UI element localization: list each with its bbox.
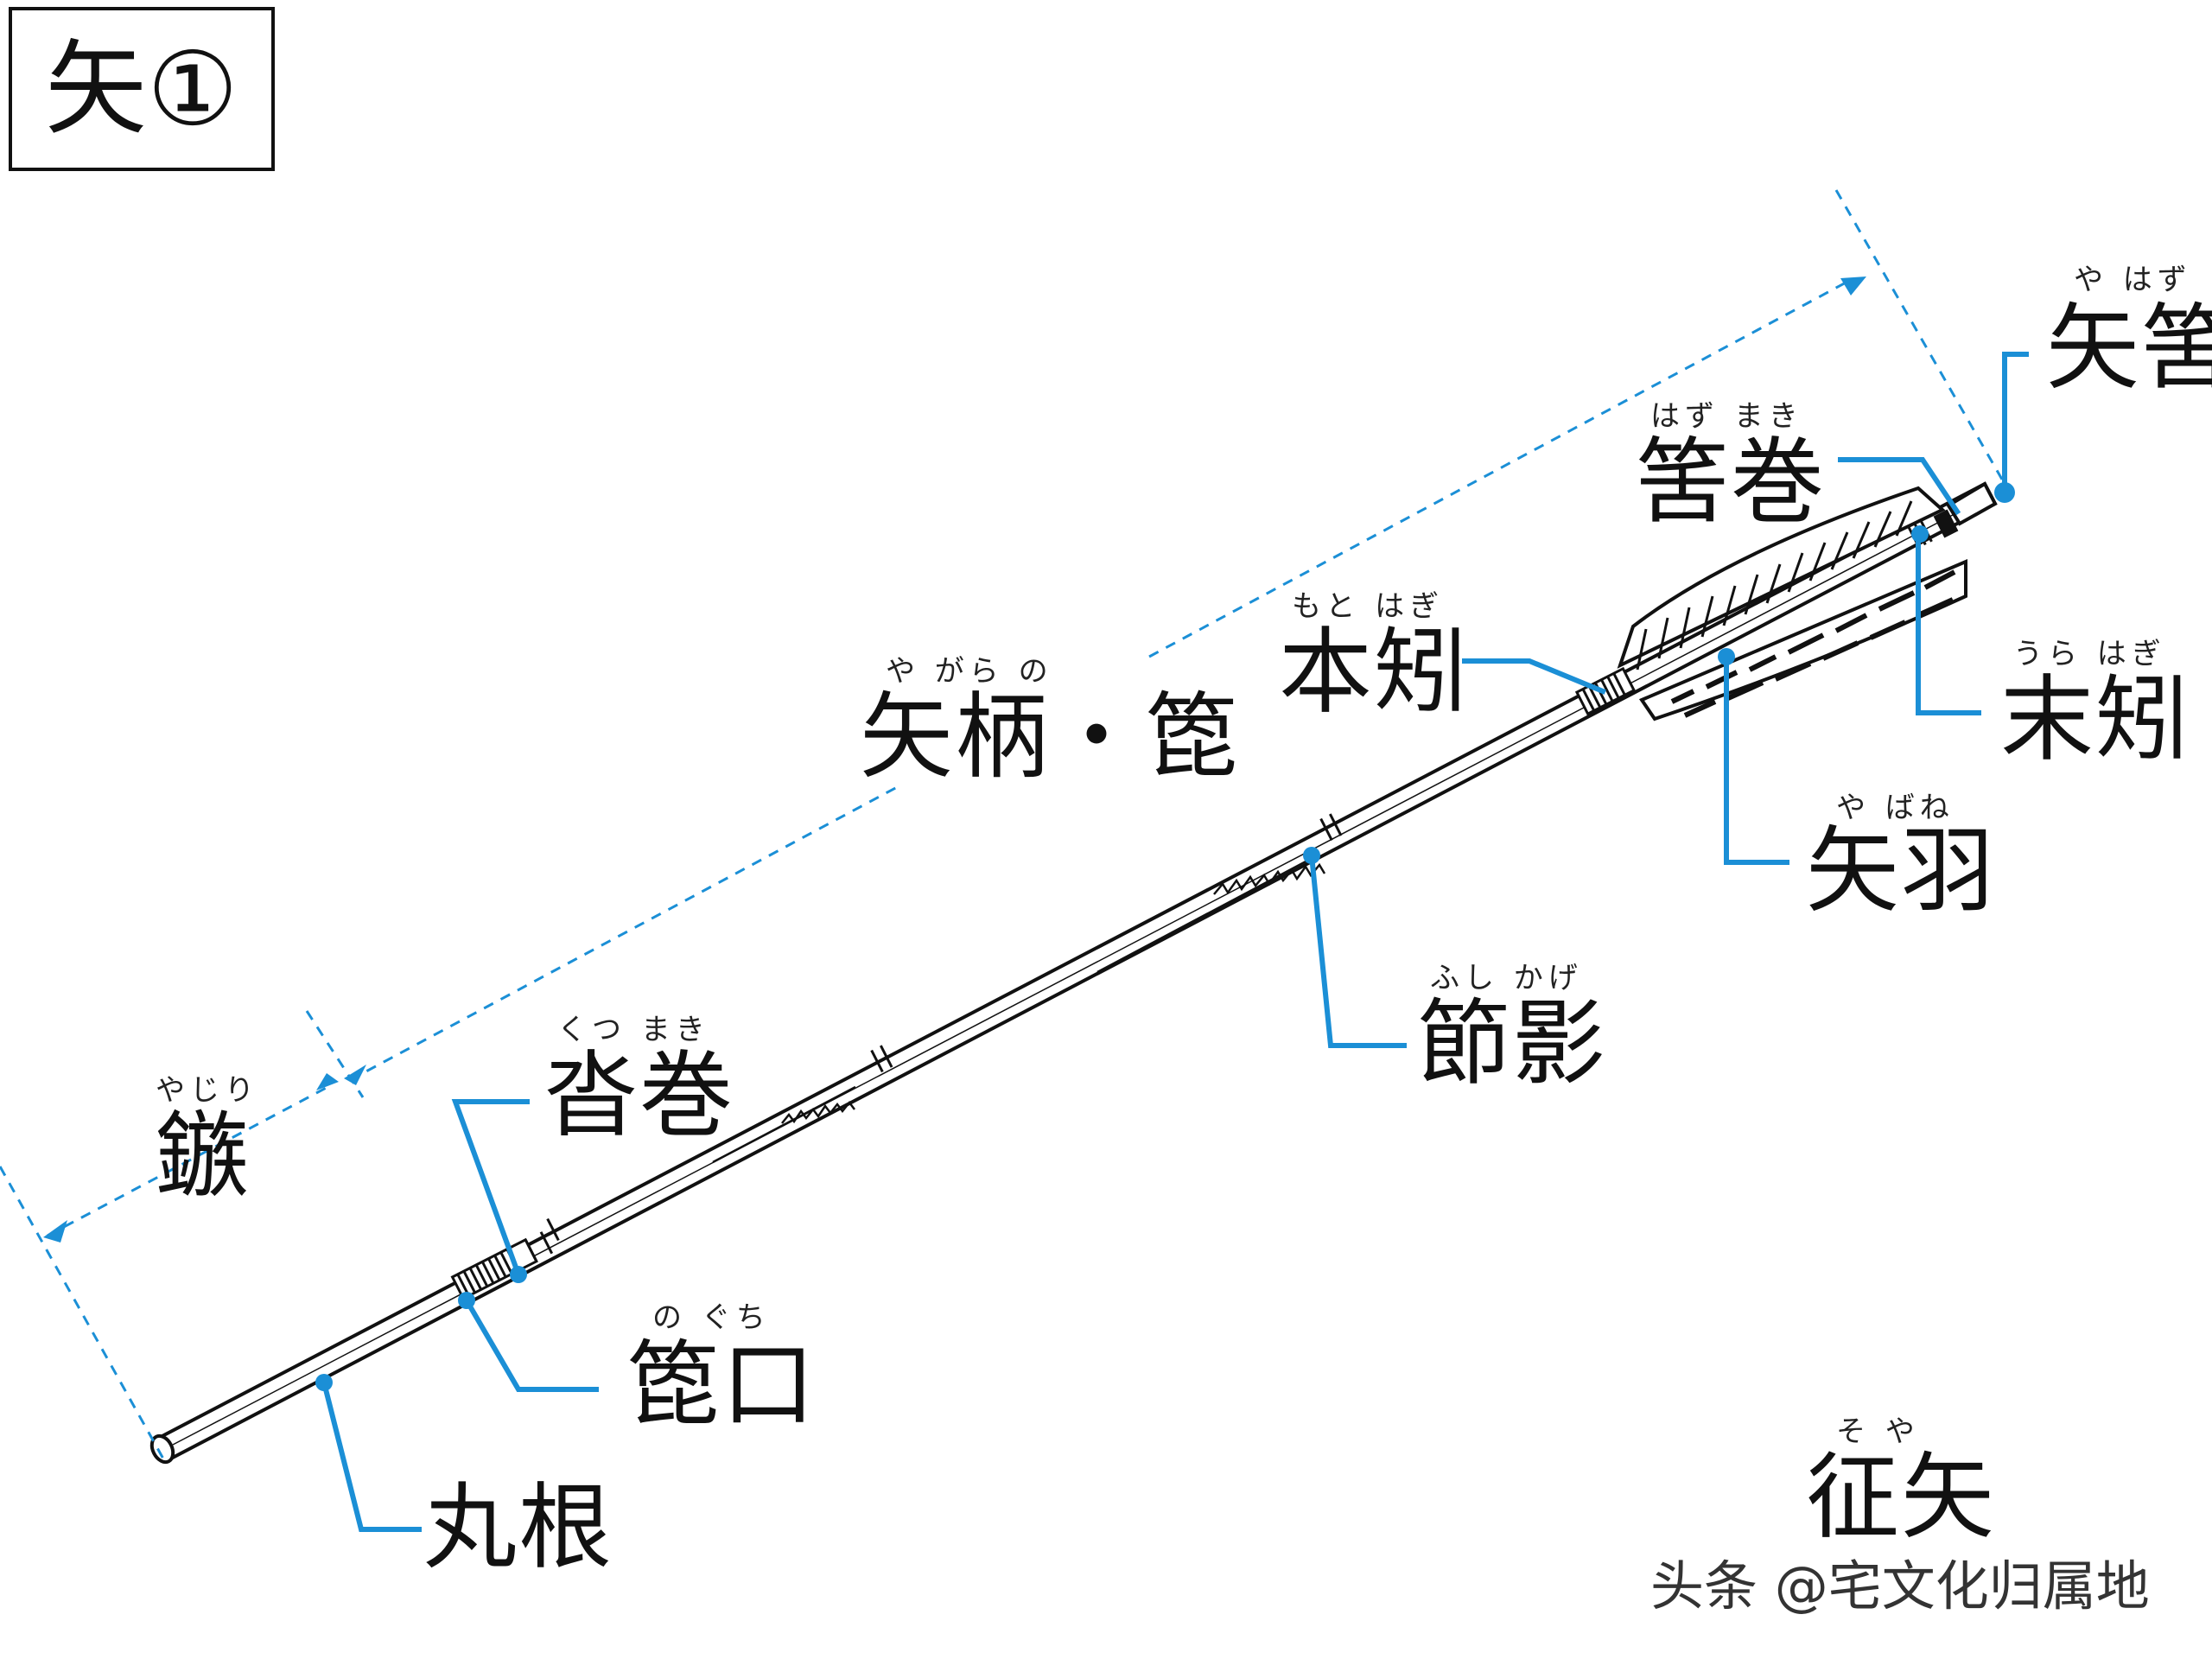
shaft-bindings xyxy=(450,519,1933,1300)
arrow-shaft xyxy=(149,481,1998,1465)
label-yabane: 矢羽 xyxy=(1806,817,1997,925)
diagram-title: 矢① xyxy=(9,7,275,171)
label-soya: 征矢 xyxy=(1806,1444,1997,1552)
shaft-grain-marks xyxy=(712,858,1326,1164)
leader-dots xyxy=(315,482,2015,1391)
furigana-yahazu: や はず xyxy=(2074,263,2192,297)
label-fushikage: 節影 xyxy=(1417,990,1608,1098)
furigana-hazumaki: はず まき xyxy=(1650,399,1803,434)
furigana-yajiri: やじり xyxy=(156,1073,259,1108)
dimension-arrowheads xyxy=(43,276,1866,1243)
label-motohagi: 本矧 xyxy=(1279,619,1470,727)
fletching xyxy=(1617,486,1967,721)
label-marune: 丸根 xyxy=(423,1474,614,1582)
label-noguchi: 箆口 xyxy=(626,1332,817,1440)
furigana-yagara: や がら の xyxy=(886,654,1053,689)
leader-lines xyxy=(321,352,2029,1532)
label-yahazu: 矢筈 xyxy=(2046,295,2212,403)
furigana-soya: そ や xyxy=(1836,1414,1920,1449)
furigana-noguchi: の ぐち xyxy=(652,1300,771,1335)
dimension-lines xyxy=(0,189,2006,1461)
furigana-urahagi: うら はぎ xyxy=(2013,637,2166,671)
furigana-yabane: や ばね xyxy=(1836,791,1955,825)
label-urahagi: 末矧 xyxy=(2000,666,2191,774)
label-hazumaki: 筈巻 xyxy=(1636,429,1827,537)
watermark-text: 头条 @宅文化归属地 xyxy=(1650,1554,2150,1618)
label-yagara: 矢柄・箆 xyxy=(860,683,1241,791)
furigana-fushikage: ふし かげ xyxy=(1430,961,1583,995)
furigana-motohagi: もと はぎ xyxy=(1292,589,1445,624)
label-yajiri: 鏃 xyxy=(156,1103,251,1211)
label-kutsumaki: 沓巻 xyxy=(544,1042,735,1150)
furigana-kutsumaki: くつ まき xyxy=(557,1013,710,1047)
